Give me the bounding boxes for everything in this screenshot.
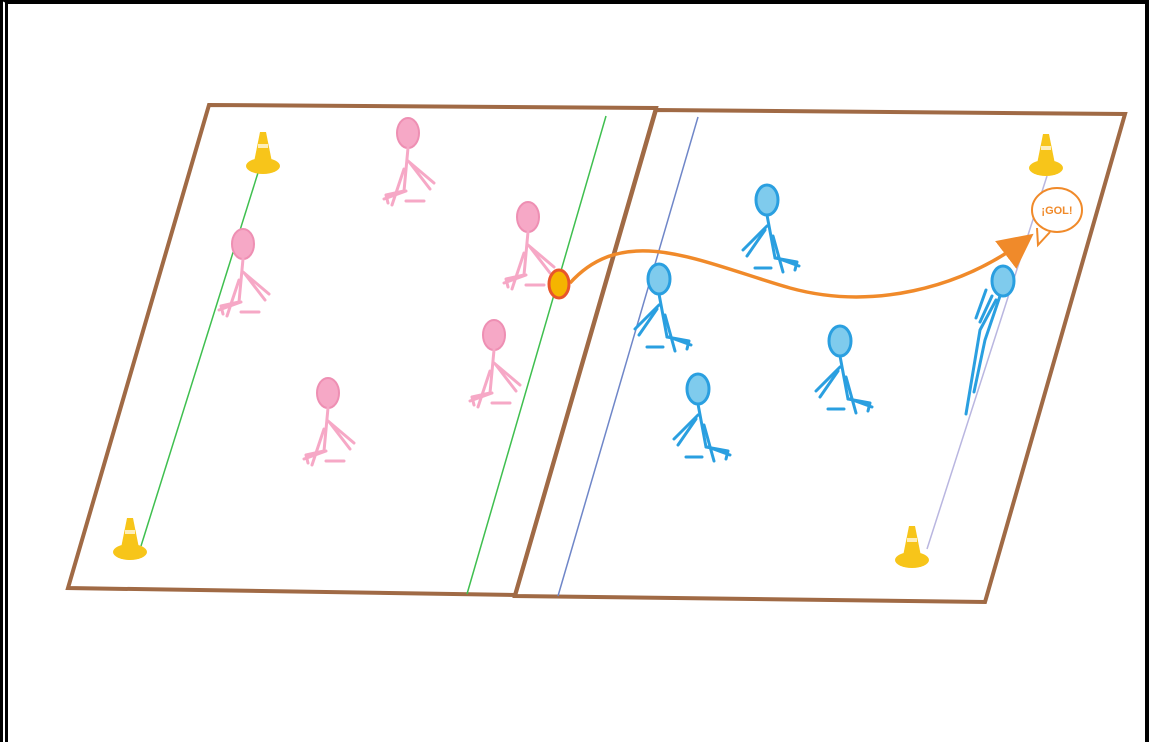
left-green-line [141,160,262,546]
blue-player-icon [966,266,1014,414]
traffic-cone-icon [1029,134,1063,176]
traffic-cone-icon [113,518,147,560]
pink-player-icon [384,118,434,205]
blue-player-icon [635,264,691,351]
blue-player-icon [674,374,730,461]
right-lavender-line [927,176,1047,549]
speech-bubble-icon: ¡GOL! [1032,188,1082,245]
blue-line [558,117,698,596]
pink-player-icon [304,378,354,465]
blue-player-icon [743,185,799,272]
left-court [68,105,656,595]
pink-player-icon [504,202,554,289]
blue-player-icon [816,326,872,413]
traffic-cone-icon [246,132,280,174]
traffic-cone-icon [895,526,929,568]
ball-icon [549,270,569,298]
goal-text: ¡GOL! [1041,205,1072,217]
pink-player-icon [470,320,520,407]
right-court [515,110,1125,602]
